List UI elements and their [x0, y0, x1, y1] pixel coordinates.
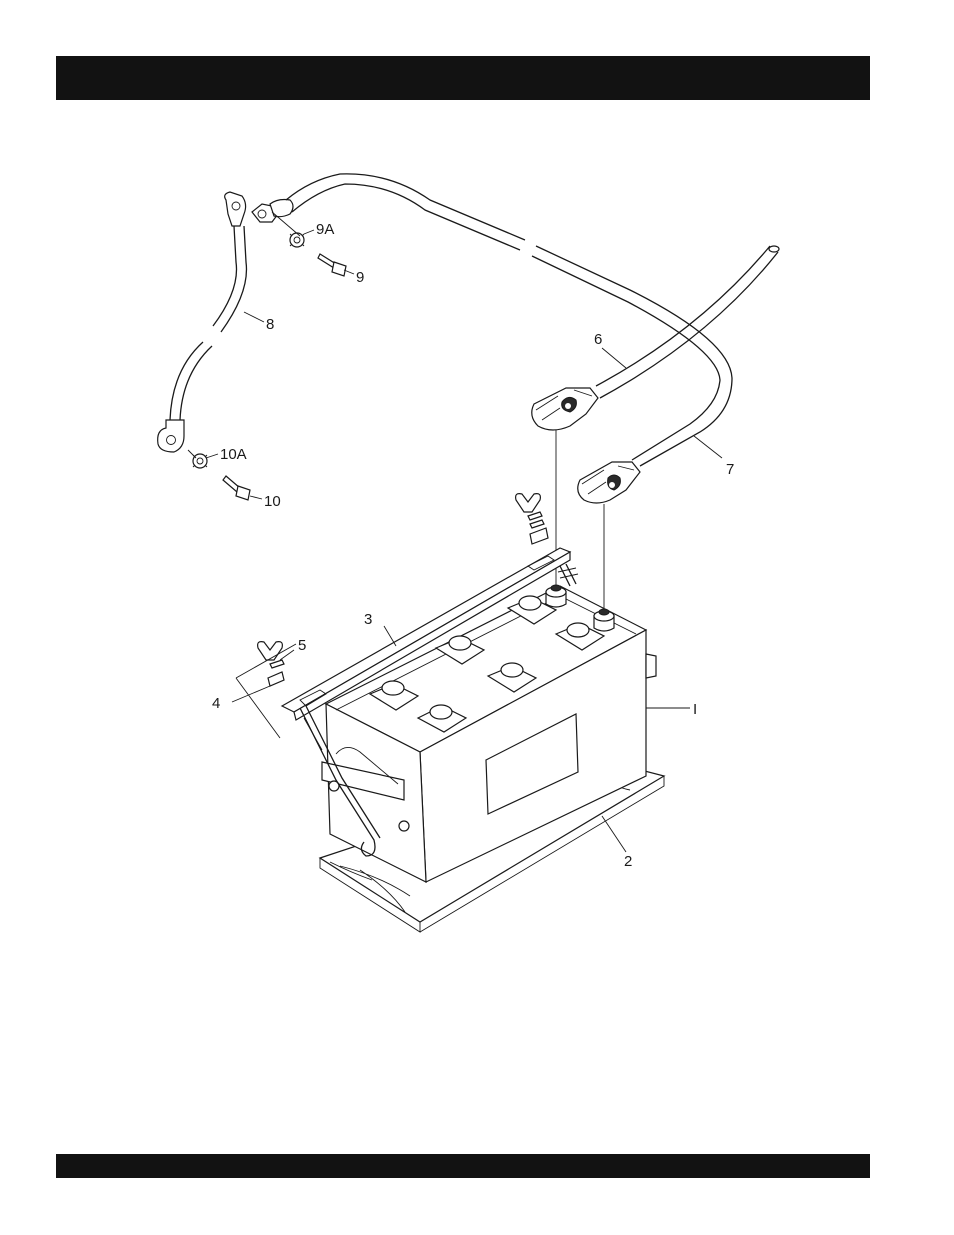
bolt-10 [223, 476, 250, 500]
callout-5: 5 [298, 637, 306, 654]
callout-7: 7 [726, 461, 734, 478]
cable-8 [158, 192, 247, 452]
bolt-9 [318, 254, 346, 276]
callout-10a: 10A [220, 446, 247, 463]
washer-10a [193, 454, 207, 468]
wingnut-5-right [516, 494, 548, 544]
callout-1: I [693, 701, 697, 718]
callout-9: 9 [356, 269, 364, 286]
callout-4: 4 [212, 695, 220, 712]
callout-6: 6 [594, 331, 602, 348]
washer-9a [290, 233, 304, 247]
callout-10: 10 [264, 493, 281, 510]
callout-8: 8 [266, 316, 274, 333]
callout-3: 3 [364, 611, 372, 628]
j-bolt-right [558, 564, 578, 586]
callout-9a: 9A [316, 221, 334, 238]
callout-2: 2 [624, 853, 632, 870]
